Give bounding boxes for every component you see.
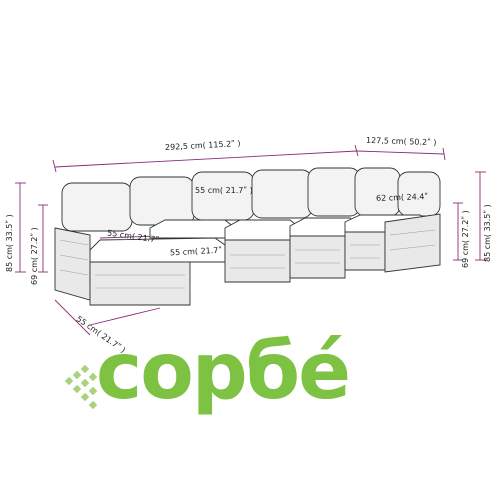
watermark-brand-text: сорбé xyxy=(96,327,351,417)
height-left-label: 85 cm( 33.5ʺ ) xyxy=(5,214,14,272)
height-right-label: 85 cm( 33.5ʺ ) xyxy=(483,204,492,262)
sofa-bases xyxy=(54,213,441,306)
seat-height-left-label: 69 cm( 27.2ʺ ) xyxy=(30,227,39,285)
depth-right-label: 62 cm( 24.4ʺ xyxy=(375,192,429,203)
seat-width-label: 55 cm( 21.7ʺ ) xyxy=(195,186,253,195)
wicker-texture xyxy=(59,229,436,289)
watermark-logo-icon xyxy=(64,364,98,410)
sofa-cushions xyxy=(61,167,441,232)
seat-height-right-label: 69 cm( 27.2ʺ ) xyxy=(461,210,470,268)
